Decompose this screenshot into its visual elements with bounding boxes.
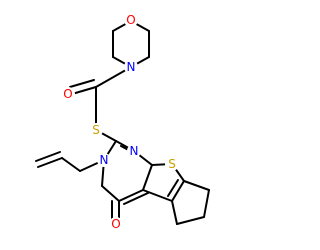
molecule-structure: O N O S N N S O xyxy=(35,13,210,231)
svg-text:N: N xyxy=(130,144,139,158)
svg-text:O: O xyxy=(111,217,120,231)
atom-labels: O N O S N N S O xyxy=(61,13,179,231)
svg-text:S: S xyxy=(92,123,100,137)
bond xyxy=(183,180,210,191)
bond xyxy=(176,216,205,225)
bond xyxy=(171,200,178,225)
bond-skeleton xyxy=(35,20,210,225)
morpholine-nitrogen-atom: N xyxy=(124,60,138,74)
svg-text:O: O xyxy=(63,87,72,101)
bond xyxy=(142,164,153,191)
bond xyxy=(69,79,95,88)
svg-text:S: S xyxy=(168,157,176,171)
bond xyxy=(123,192,149,205)
thiophene-sulfur-atom: S xyxy=(165,157,179,171)
bond xyxy=(118,189,144,202)
bond xyxy=(171,180,185,202)
bond xyxy=(37,157,63,168)
bond xyxy=(101,185,120,202)
thioether-sulfur-atom: S xyxy=(89,123,103,137)
pyrimidine-nitrogen-3-atom: N xyxy=(97,153,111,167)
carbonyl-oxygen-atom: O xyxy=(61,87,75,101)
bond xyxy=(203,189,210,218)
svg-text:N: N xyxy=(100,153,109,167)
svg-text:N: N xyxy=(127,60,136,74)
bond xyxy=(167,179,179,197)
bond xyxy=(35,151,61,162)
svg-text:O: O xyxy=(126,13,135,27)
bond xyxy=(61,157,81,172)
pyrimidinone-oxygen-atom: O xyxy=(109,217,123,231)
pyrimidine-nitrogen-1-atom: N xyxy=(127,144,141,158)
bond xyxy=(71,86,97,95)
morpholine-oxygen-atom: O xyxy=(124,13,138,27)
bond xyxy=(142,189,173,202)
